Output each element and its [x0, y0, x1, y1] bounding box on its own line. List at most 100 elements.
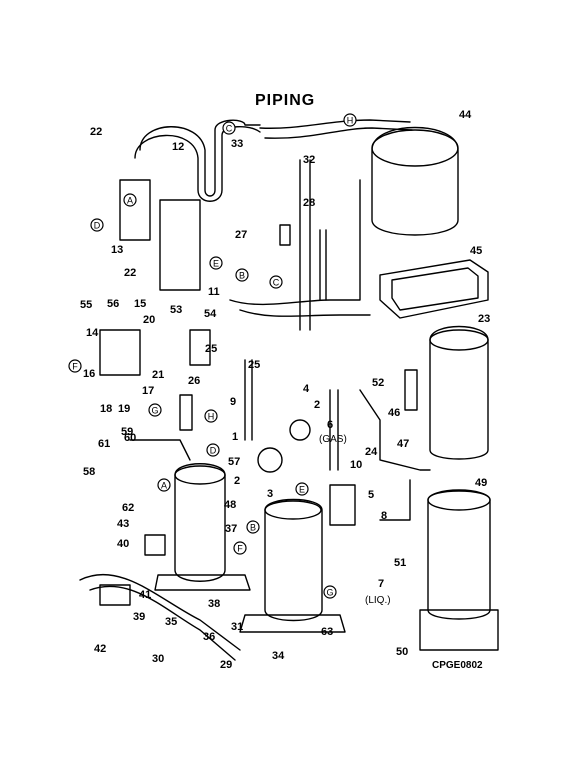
connection-marker: F [68, 359, 82, 373]
svg-text:C: C [273, 278, 280, 288]
part-number-label: 4 [303, 383, 310, 395]
compressor-middle [264, 498, 323, 622]
svg-text:E: E [213, 259, 219, 269]
part-number-label: 59 [121, 426, 133, 438]
part-number-label: 15 [134, 298, 146, 310]
connection-marker: B [246, 520, 260, 534]
part-number-label: 10 [350, 459, 362, 471]
part-number-label: 17 [142, 385, 154, 397]
part-number-label: 63 [321, 626, 333, 638]
compressor-48 [174, 463, 226, 582]
svg-text:H: H [347, 116, 354, 126]
svg-text:A: A [127, 196, 133, 206]
part-number-label: 18 [100, 403, 112, 415]
part-number-label: 22 [124, 267, 136, 279]
part-number-label: 32 [303, 154, 315, 166]
part-number-label: 45 [470, 245, 482, 257]
part-number-label: 27 [235, 229, 247, 241]
part-number-label: 53 [170, 304, 182, 316]
drawing-code: CPGE0802 [432, 660, 483, 671]
connection-marker: H [343, 113, 357, 127]
part-number-label: 49 [475, 477, 487, 489]
connection-marker: C [269, 275, 283, 289]
part-number-label: 54 [204, 308, 217, 320]
part-number-label: 61 [98, 438, 110, 450]
connection-marker: G [148, 403, 162, 417]
connection-marker: D [90, 218, 104, 232]
part-number-label: 5 [368, 489, 374, 501]
part-number-label: 7 [378, 578, 384, 590]
part-number-label: 6 [327, 419, 333, 431]
part-number-label: 56 [107, 298, 119, 310]
connection-marker: B [235, 268, 249, 282]
connection-marker: A [123, 193, 137, 207]
part-number-label: 40 [117, 538, 129, 550]
part-number-label: 25 [248, 359, 260, 371]
connection-marker: C [222, 121, 236, 135]
part-number-label: 13 [111, 244, 123, 256]
diagram-title: PIPING [255, 92, 316, 109]
part-number-label: 31 [231, 621, 243, 633]
svg-text:G: G [326, 588, 333, 598]
receiver-tank-44 [371, 126, 459, 236]
svg-text:E: E [299, 485, 305, 495]
svg-text:H: H [208, 412, 215, 422]
part-number-label: 24 [365, 446, 378, 458]
part-number-label: 55 [80, 299, 92, 311]
part-number-label: 21 [152, 369, 164, 381]
connection-marker: F [233, 541, 247, 555]
part-number-label: 50 [396, 646, 408, 658]
part-number-label: 41 [139, 589, 151, 601]
part-number-label: 11 [208, 286, 220, 298]
connection-markers: A A B B C C D D E E F F G G H H [68, 113, 357, 599]
part-number-label: 8 [381, 510, 387, 522]
part-number-label: 47 [397, 438, 409, 450]
part-number-label: 25 [205, 343, 217, 355]
part-number-label: 60 [124, 432, 136, 444]
accumulator-23 [429, 325, 489, 460]
svg-text:A: A [161, 481, 167, 491]
svg-text:F: F [72, 362, 78, 372]
connection-marker: D [206, 443, 220, 457]
part-number-label: 26 [188, 375, 200, 387]
svg-text:F: F [237, 544, 243, 554]
part-number-label: 39 [133, 611, 145, 623]
connection-marker: E [209, 256, 223, 270]
connection-marker: G [323, 585, 337, 599]
part-number-label: 43 [117, 518, 129, 530]
part-number-label: 23 [478, 313, 490, 325]
piping-line-drawing [79, 119, 499, 661]
part-number-label: 42 [94, 643, 106, 655]
part-number-label: 34 [272, 650, 285, 662]
part-number-label: 3 [267, 488, 273, 500]
part-number-label: 20 [143, 314, 155, 326]
part-number-label: 33 [231, 138, 243, 150]
part-number-label: 12 [172, 141, 184, 153]
part-number-label: 2 [314, 399, 320, 411]
part-number-label: 19 [118, 403, 130, 415]
gas-annotation: (GAS) [319, 434, 347, 445]
part-number-label: 51 [394, 557, 406, 569]
svg-text:C: C [226, 124, 233, 134]
part-number-label: 22 [90, 126, 102, 138]
part-number-label: 52 [372, 377, 384, 389]
part-number-label: 9 [230, 396, 236, 408]
svg-text:G: G [151, 406, 158, 416]
part-number-label: 44 [459, 109, 472, 121]
connection-marker: E [295, 482, 309, 496]
part-number-label: 30 [152, 653, 164, 665]
part-number-label: 35 [165, 616, 177, 628]
part-number-label: 62 [122, 502, 134, 514]
part-number-label: 46 [388, 407, 400, 419]
liq-annotation: (LIQ.) [365, 595, 391, 606]
svg-text:D: D [94, 221, 101, 231]
part-number-label: 1 [232, 431, 238, 443]
connection-marker: H [204, 409, 218, 423]
part-number-label: 28 [303, 197, 315, 209]
part-number-label: 29 [220, 659, 232, 671]
svg-text:B: B [250, 523, 256, 533]
part-number-label: 58 [83, 466, 95, 478]
